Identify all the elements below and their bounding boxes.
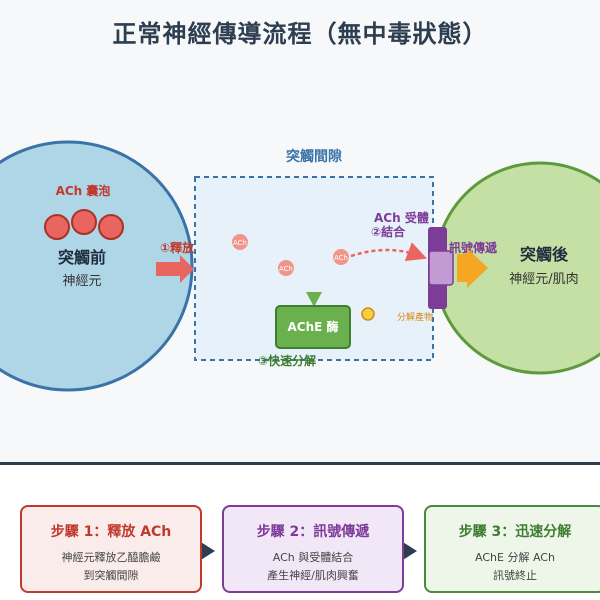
step-2-line-1: ACh 與受體結合 [272, 551, 354, 564]
signal-label: 訊號傳遞 [449, 240, 498, 255]
ach-molecule-label: ACh [279, 265, 293, 273]
ach-molecule [333, 249, 349, 265]
ache-active-site [306, 292, 322, 307]
synapse-diagram: ACh 囊泡 突觸前 神經元 突觸後 神經元/肌肉 突觸間隙 ①釋放 ACh A… [0, 140, 600, 392]
breakdown-label: ③快速分解 [258, 353, 316, 368]
binding-label: ②結合 [371, 224, 406, 239]
presynaptic-sublabel: 神經元 [62, 274, 101, 289]
section-divider [0, 462, 600, 465]
ach-molecule [232, 234, 248, 250]
step-1-box: 步驟 1：釋放 ACh 神經元釋放乙醯膽鹼 到突觸間隙 [20, 505, 202, 593]
step-2-box: 步驟 2：訊號傳遞 ACh 與受體結合 產生神經/肌肉興奮 [222, 505, 404, 593]
release-label: ①釋放 [160, 240, 195, 255]
vesicle-label: ACh 囊泡 [56, 183, 111, 198]
release-arrow [156, 255, 194, 283]
step-2-line-2: 產生神經/肌肉興奮 [267, 569, 359, 582]
cleft-label: 突觸間隙 [286, 148, 342, 165]
ache-enzyme [275, 305, 351, 349]
diagram-title: 正常神經傳導流程（無中毒狀態） [112, 20, 488, 48]
ach-molecule-label: ACh [334, 254, 348, 262]
breakdown-product-label: 分解產物 [397, 311, 433, 323]
postsynaptic-label: 突觸後 [520, 245, 569, 264]
presynaptic-neuron [0, 140, 194, 392]
presynaptic-label: 突觸前 [58, 248, 106, 267]
step-3-line-2: 訊號終止 [493, 569, 537, 582]
step-2-title: 步驟 2：訊號傳遞 [256, 524, 370, 540]
step-3-line-1: AChE 分解 ACh [475, 551, 555, 564]
step-3-title: 步驟 3：迅速分解 [458, 524, 572, 540]
ach-vesicle [98, 214, 124, 240]
breakdown-product [361, 307, 375, 321]
step-3-box: 步驟 3：迅速分解 AChE 分解 ACh 訊號終止 [424, 505, 600, 593]
step-1-title: 步驟 1：釋放 ACh [50, 524, 172, 540]
ache-label: AChE 酶 [287, 319, 338, 334]
ach-molecule-label: ACh [233, 239, 247, 247]
step-1-line-1: 神經元釋放乙醯膽鹼 [61, 551, 161, 564]
postsynaptic-sublabel: 神經元/肌肉 [509, 272, 578, 287]
step-1-line-2: 到突觸間隙 [83, 569, 139, 582]
binding-arrow [350, 242, 428, 261]
ach-vesicle [71, 209, 97, 235]
ach-vesicle [44, 214, 70, 240]
receptor-label: ACh 受體 [374, 210, 429, 225]
ach-molecule [278, 260, 294, 276]
signal-arrow [457, 248, 488, 288]
receptor-binding-site [428, 250, 454, 286]
